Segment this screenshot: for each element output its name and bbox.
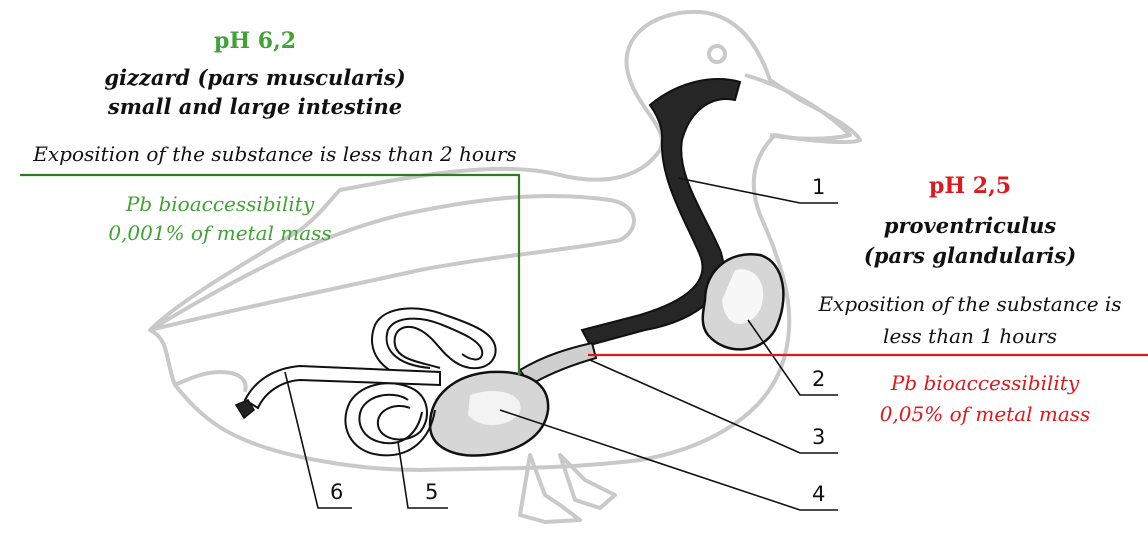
- label-2-proventriculus: 2: [812, 367, 825, 391]
- label-1-esophagus: 1: [812, 175, 825, 199]
- left-bioaccessibility-value: 0,001% of metal mass: [70, 219, 370, 248]
- label-5-intestine: 5: [425, 480, 438, 504]
- right-bioaccessibility-label: Pb bioaccessibility: [860, 369, 1110, 398]
- duck-tail-outline: [175, 372, 246, 392]
- left-organ-line2: small and large intestine: [85, 92, 425, 121]
- left-bioaccessibility-label: Pb bioaccessibility: [90, 190, 350, 219]
- label-4-gizzard: 4: [812, 482, 825, 506]
- right-bioaccessibility-value: 0,05% of metal mass: [845, 400, 1125, 429]
- left-exposition: Exposition of the substance is less than…: [5, 140, 545, 169]
- left-organ-line1: gizzard (pars muscularis): [85, 63, 425, 92]
- large-intestine: [236, 366, 440, 418]
- duck-eye: [709, 46, 725, 62]
- right-exposition-line2: less than 1 hours: [860, 322, 1080, 351]
- leader-4: [500, 410, 838, 510]
- right-organ-line2: (pars glandularis): [850, 241, 1090, 270]
- leader-3: [590, 360, 838, 453]
- label-3-isthmus: 3: [812, 425, 825, 449]
- right-organ-line1: proventriculus: [860, 211, 1080, 240]
- label-6-large-intestine: 6: [330, 480, 343, 504]
- right-ph-value: pH 2,5: [915, 173, 1025, 199]
- right-exposition-line1: Exposition of the substance is: [800, 290, 1140, 319]
- duck-beak: [745, 75, 850, 139]
- left-ph-value: pH 6,2: [205, 28, 305, 54]
- gizzard: [430, 372, 548, 456]
